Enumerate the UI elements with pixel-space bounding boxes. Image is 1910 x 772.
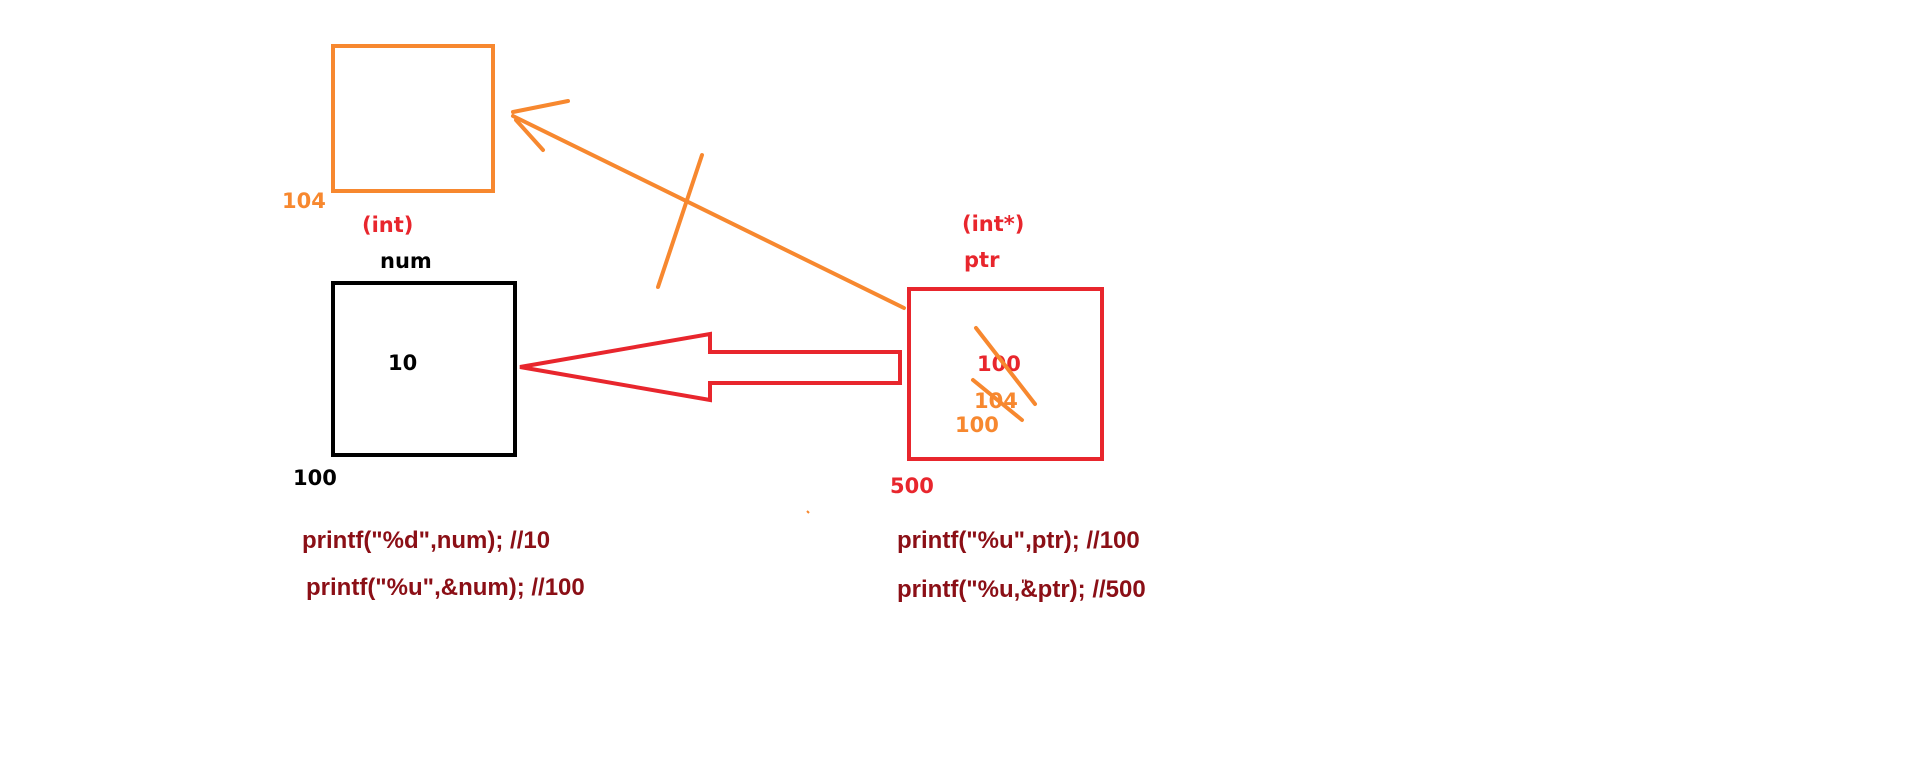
num-memory-box bbox=[331, 281, 517, 457]
num-value: 10 bbox=[388, 351, 417, 375]
ptr-to-num-arrow bbox=[519, 331, 902, 403]
ptr-address: 500 bbox=[890, 474, 934, 498]
code-line-left-1: printf("%d",num); //10 bbox=[302, 527, 550, 554]
ptr-to-upper-arrowhead-top bbox=[511, 99, 570, 114]
code-line-right-2: printf("%u,&ptr); //500 bbox=[897, 576, 1146, 603]
ptr-type-label: (int*) bbox=[962, 212, 1024, 236]
code-line-left-2: printf("%u",&num); //100 bbox=[306, 574, 585, 601]
ptr-to-upper-cross-mark bbox=[656, 153, 704, 289]
ptr-value-old: 100 bbox=[955, 413, 999, 437]
code-line-right-1: printf("%u",ptr); //100 bbox=[897, 527, 1140, 554]
ptr-to-upper-arrowhead-bottom bbox=[514, 118, 545, 152]
num-type-label: (int) bbox=[362, 213, 413, 237]
num-name-label: num bbox=[380, 249, 432, 273]
code-line-right-2-stray-quote: " bbox=[1021, 576, 1028, 592]
ptr-memory-box bbox=[907, 287, 1104, 461]
ptr-value-strike-long bbox=[974, 326, 1037, 406]
ptr-name-label: ptr bbox=[964, 248, 1000, 272]
stray-mark bbox=[806, 510, 810, 514]
ptr-to-upper-arrow-shaft bbox=[511, 114, 906, 310]
num-address: 100 bbox=[293, 466, 337, 490]
upper-memory-box bbox=[331, 44, 495, 193]
upper-box-address: 104 bbox=[282, 189, 326, 213]
ptr-value-strike-short bbox=[971, 378, 1024, 422]
